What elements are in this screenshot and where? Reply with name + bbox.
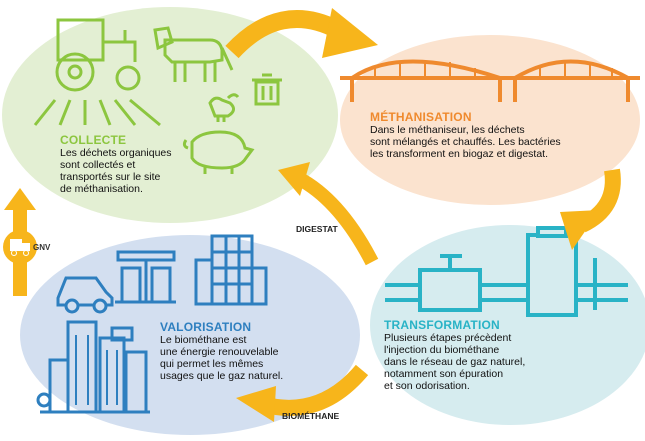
gnv-badge-label: GNV [33, 243, 51, 252]
gas-station-icon [115, 250, 176, 304]
cow-icon [153, 26, 234, 82]
methanisation-title: MÉTHANISATION [370, 110, 472, 124]
methanisation-description: Dans le méthaniseur, les déchets sont mé… [370, 124, 561, 160]
city-skyline-icon [36, 320, 150, 414]
arrow-collecte-to-methanisation [225, 8, 378, 59]
collecte-description: Les déchets organiques sont collectés et… [60, 147, 172, 195]
biomethane-arrow-label: BIOMÉTHANE [282, 411, 340, 421]
chicken-icon [208, 93, 240, 122]
valorisation-zone [20, 235, 360, 435]
pig-icon [182, 130, 255, 174]
transformation-description: Plusieurs étapes précèdent l'injection d… [384, 332, 526, 392]
car-icon [56, 276, 114, 314]
valorisation-description: Le biométhane est une énergie renouvelab… [160, 334, 284, 382]
digester-right-icon [513, 59, 630, 102]
tractor-icon [55, 18, 141, 92]
arrow-digestat [278, 162, 379, 266]
arrow-transformation-to-valorisation [236, 364, 369, 422]
field-rows-icon [33, 98, 161, 127]
arrow-valorisation-to-collecte [4, 188, 36, 296]
gnv-truck-badge [3, 230, 37, 264]
valorisation-title: VALORISATION [160, 320, 252, 334]
digestat-arrow-label: DIGESTAT [296, 224, 338, 234]
transformation-title: TRANSFORMATION [384, 318, 500, 332]
trash-bin-icon [252, 73, 282, 106]
arrow-methanisation-to-transformation [560, 168, 621, 250]
building-icon [194, 234, 268, 306]
purification-unit-icon [385, 226, 628, 317]
collecte-title: COLLECTE [60, 133, 127, 147]
